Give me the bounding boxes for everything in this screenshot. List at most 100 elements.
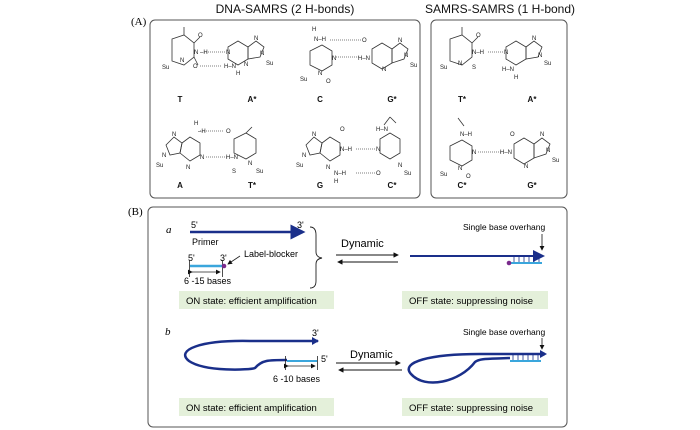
svg-text:N: N: [200, 155, 204, 161]
samrs-samrs-box: [430, 19, 568, 199]
hairpin-3prime: 3': [312, 328, 319, 338]
svg-text:N: N: [458, 61, 462, 67]
pair-tstar-astar: O N–H N S Su N N N H–N H Su: [440, 27, 551, 81]
off-state-b-text: OFF state: suppressing noise: [409, 403, 533, 414]
svg-text:N: N: [180, 58, 184, 64]
svg-text:H: H: [194, 121, 198, 127]
svg-text:N: N: [504, 50, 508, 56]
svg-text:Su: Su: [256, 169, 263, 175]
svg-text:H–N: H–N: [376, 127, 388, 133]
off-label-dot: [506, 260, 512, 266]
dynamic-b-label: Dynamic: [350, 349, 393, 361]
base-label-c-star-2: C*: [458, 181, 468, 190]
base-pair-rungs-a: [513, 257, 540, 262]
svg-text:N: N: [194, 50, 198, 56]
svg-text:H: H: [334, 179, 338, 185]
base-label-a: A: [177, 181, 183, 190]
label-blocker-pointer: [227, 255, 241, 265]
svg-text:N: N: [458, 166, 462, 172]
on-state-a-badge: [179, 291, 334, 309]
svg-text:H–N: H–N: [226, 155, 238, 161]
pair-g-cstar: N N O N–H N N–H H Su H–N N O N Su: [296, 116, 411, 185]
svg-text:S: S: [472, 65, 476, 71]
pair-t-astar: O N N O Su –H H–N N N N N Su H: [162, 27, 273, 77]
pyrimidine-ring: [171, 27, 201, 66]
hairpin-5prime: 5': [321, 354, 328, 364]
on-state-b-badge: [179, 398, 334, 416]
svg-text:N: N: [538, 53, 542, 59]
svg-text:Su: Su: [410, 63, 417, 69]
svg-text:N: N: [312, 132, 316, 138]
dynamic-a-label: Dynamic: [341, 238, 384, 250]
hairpin-strand-on: [183, 339, 318, 371]
svg-text:O: O: [376, 171, 381, 177]
svg-text:N: N: [404, 53, 408, 59]
base-label-t-star-2: T*: [458, 95, 467, 104]
svg-text:N–H: N–H: [472, 50, 484, 56]
svg-text:Su: Su: [440, 172, 447, 178]
svg-text:N: N: [254, 36, 258, 42]
samrs-samrs-header: SAMRS-SAMRS (1 H-bond): [425, 2, 575, 16]
svg-text:N: N: [540, 132, 544, 138]
svg-text:N–H: N–H: [334, 171, 346, 177]
svg-text:O: O: [362, 38, 367, 44]
base-label-a-star: A*: [248, 95, 258, 104]
svg-text:H–N: H–N: [502, 67, 514, 73]
overhang-b-label: Single base overhang: [463, 327, 546, 337]
hairpin-off-arrowhead: [540, 350, 547, 358]
svg-text:N–H: N–H: [460, 132, 472, 138]
svg-text:N–H: N–H: [340, 147, 352, 153]
primer-3prime: 3': [297, 220, 304, 230]
off-state-a-badge: [402, 291, 548, 309]
svg-text:S: S: [232, 169, 236, 175]
svg-text:Su: Su: [544, 61, 551, 67]
svg-text:N: N: [398, 38, 402, 44]
svg-text:N: N: [546, 148, 550, 154]
svg-text:N: N: [318, 71, 322, 77]
pair-c-gstar: H N–H N N O Su O H–N N N N Su: [300, 27, 417, 85]
hairpin-strand-off: [407, 352, 545, 384]
svg-text:N: N: [186, 165, 190, 171]
length-b-label: 6 -10 bases: [273, 374, 321, 384]
svg-text:O: O: [326, 79, 331, 85]
svg-text:N: N: [524, 164, 528, 170]
hairpin-arrowhead: [312, 337, 319, 345]
svg-text:O: O: [226, 129, 231, 135]
svg-text:N: N: [226, 50, 230, 56]
purine-ring: [227, 40, 265, 66]
svg-text:Su: Su: [296, 163, 303, 169]
svg-text:N: N: [302, 153, 306, 159]
svg-text:H: H: [312, 27, 316, 33]
base-label-g-star-2: G*: [527, 181, 537, 190]
primer-label: Primer: [192, 237, 219, 247]
pair-cstar-gstar: N–H N H–N N O Su O N N N Su: [440, 117, 559, 180]
svg-text:O: O: [198, 33, 203, 39]
svg-text:H–N: H–N: [224, 64, 236, 70]
svg-text:Su: Su: [552, 158, 559, 164]
svg-text:N: N: [260, 51, 264, 57]
svg-text:Su: Su: [404, 171, 411, 177]
base-label-g-star: G*: [387, 95, 397, 104]
svg-text:H: H: [514, 75, 518, 81]
svg-text:H: H: [236, 71, 240, 77]
svg-text:N: N: [398, 163, 402, 169]
svg-text:N: N: [248, 161, 252, 167]
svg-text:Su: Su: [266, 61, 273, 67]
base-label-a-star-2: A*: [528, 95, 538, 104]
base-label-g: G: [317, 181, 323, 190]
row-a-label: a: [166, 224, 172, 236]
primer-5prime: 5': [191, 220, 198, 230]
grouping-brace: [309, 226, 323, 289]
base-label-t-star: T*: [248, 181, 257, 190]
on-state-b-text: ON state: efficient amplification: [186, 403, 317, 414]
svg-text:N: N: [162, 153, 166, 159]
svg-text:O: O: [510, 132, 515, 138]
overhang-a-label: Single base overhang: [463, 222, 546, 232]
svg-text:N: N: [244, 62, 248, 68]
svg-text:N: N: [172, 132, 176, 138]
dna-samrs-header: DNA-SAMRS (2 H-bonds): [216, 2, 355, 16]
off-state-b-badge: [402, 398, 548, 416]
dna-samrs-box: [149, 19, 421, 199]
off-state-a-text: OFF state: suppressing noise: [409, 296, 533, 307]
